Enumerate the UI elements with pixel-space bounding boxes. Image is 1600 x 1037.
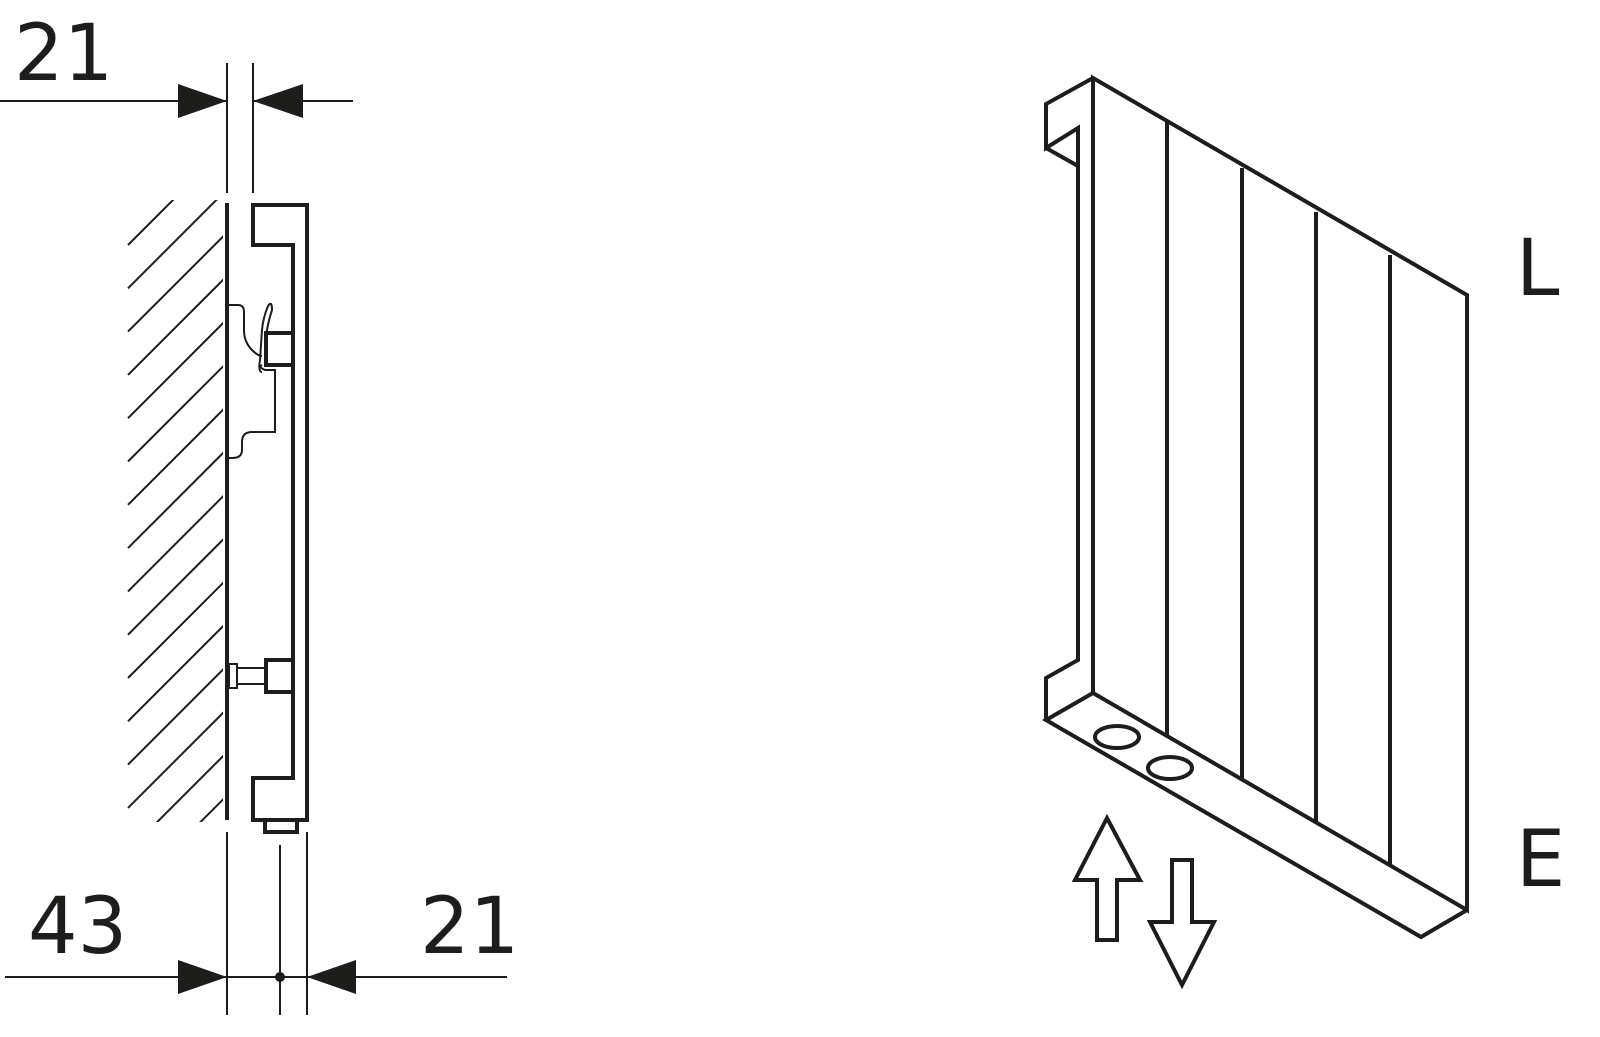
label-l: L <box>1516 224 1560 314</box>
spacer-bolt <box>236 667 266 685</box>
hatch-line <box>127 200 218 290</box>
wall-hatching <box>127 200 223 822</box>
radiator-profile <box>251 203 309 822</box>
hatch-line <box>127 581 223 679</box>
iso-view: L E <box>1041 74 1565 990</box>
hatch-line <box>199 798 223 822</box>
flow-out-arrow-icon <box>1146 858 1218 990</box>
dimension-label-wall-offset: 43 <box>28 882 127 972</box>
arrowhead-icon <box>307 960 356 994</box>
arrowhead-icon <box>253 84 303 118</box>
arrowhead-icon <box>178 84 227 118</box>
bottom-face <box>1041 691 1469 940</box>
hatch-line <box>127 494 223 593</box>
dimension-top: 21 <box>0 9 353 193</box>
bracket-edge <box>1045 146 1079 168</box>
dimension-label-connection: 21 <box>420 882 519 972</box>
hatch-line <box>127 278 223 376</box>
dimension-dot <box>275 972 285 982</box>
connection-port-icon <box>1093 724 1141 750</box>
upper-mount-block <box>264 331 295 367</box>
hatch-line <box>127 624 223 723</box>
wall-bracket <box>229 304 276 459</box>
hatch-line <box>127 668 223 766</box>
front-face <box>1091 74 1469 914</box>
hatch-line <box>127 200 175 246</box>
hatch-line <box>155 754 223 822</box>
side-profile <box>1044 76 1094 720</box>
label-e: E <box>1516 815 1565 905</box>
hatch-line <box>127 408 223 506</box>
connection-port-icon <box>1146 755 1194 781</box>
bottom-connection-nub <box>263 818 299 834</box>
hatch-line <box>127 235 223 333</box>
hatch-line <box>127 451 223 549</box>
arrowhead-icon <box>178 960 227 994</box>
dimension-bottom: 43 21 <box>5 832 519 1015</box>
hatch-line <box>127 321 223 419</box>
hatch-line <box>127 711 223 809</box>
hatch-line <box>127 538 223 636</box>
lower-mount-block <box>264 658 295 694</box>
side-view: 21 43 21 <box>0 9 519 1015</box>
spacer-base <box>228 663 238 689</box>
flow-in-arrow-icon <box>1071 813 1144 942</box>
hatch-line <box>127 365 223 463</box>
dimension-label-top: 21 <box>14 9 113 99</box>
bracket-hook <box>258 302 274 373</box>
